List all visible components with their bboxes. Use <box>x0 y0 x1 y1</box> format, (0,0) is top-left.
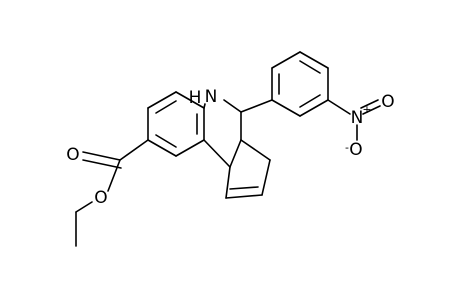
bond <box>360 99 379 109</box>
atom-label-n-amine: N <box>205 87 218 107</box>
bond <box>362 105 381 115</box>
bond <box>82 151 121 161</box>
bond <box>203 139 231 168</box>
bond <box>299 99 329 117</box>
bond <box>147 139 177 157</box>
atom-label-h-amine: H <box>189 88 202 108</box>
atom-label-nitro-o-single: O <box>349 140 362 160</box>
atom-label-carbonyl-o: O <box>66 145 79 165</box>
bond <box>147 91 177 109</box>
bond-inner <box>229 186 259 190</box>
bond <box>240 139 271 161</box>
bond <box>261 159 271 196</box>
bond <box>107 159 121 192</box>
nitro-group <box>327 99 381 141</box>
bond <box>175 91 205 109</box>
bond <box>225 194 263 199</box>
bond <box>327 99 351 115</box>
bond <box>299 51 329 69</box>
bond <box>229 139 242 168</box>
bond <box>119 139 149 161</box>
cyclopentene-ring <box>225 139 271 199</box>
bond <box>203 103 206 109</box>
ester-group <box>75 139 149 247</box>
nitrophenyl-ring <box>271 51 329 117</box>
bond-inner <box>155 100 177 114</box>
piperidine-ring <box>203 99 242 168</box>
bond <box>271 51 301 69</box>
bond <box>75 201 93 213</box>
bond-aryl-link <box>240 99 273 113</box>
bond <box>223 99 242 113</box>
bond <box>225 166 231 199</box>
bond <box>175 139 205 157</box>
nitro-plus-charge: + <box>362 103 371 116</box>
atom-label-ether-o: O <box>94 188 107 208</box>
benzo-ring <box>147 91 205 157</box>
bond-inner <box>299 94 321 108</box>
nitro-minus-charge: - <box>345 141 349 154</box>
atom-label-nitro-o-double: O <box>381 92 394 112</box>
bond-inner <box>155 134 177 148</box>
bond <box>82 159 122 169</box>
bond <box>271 99 301 117</box>
bond-inner <box>299 60 321 74</box>
atom-label-nitro-n: N <box>351 108 364 128</box>
